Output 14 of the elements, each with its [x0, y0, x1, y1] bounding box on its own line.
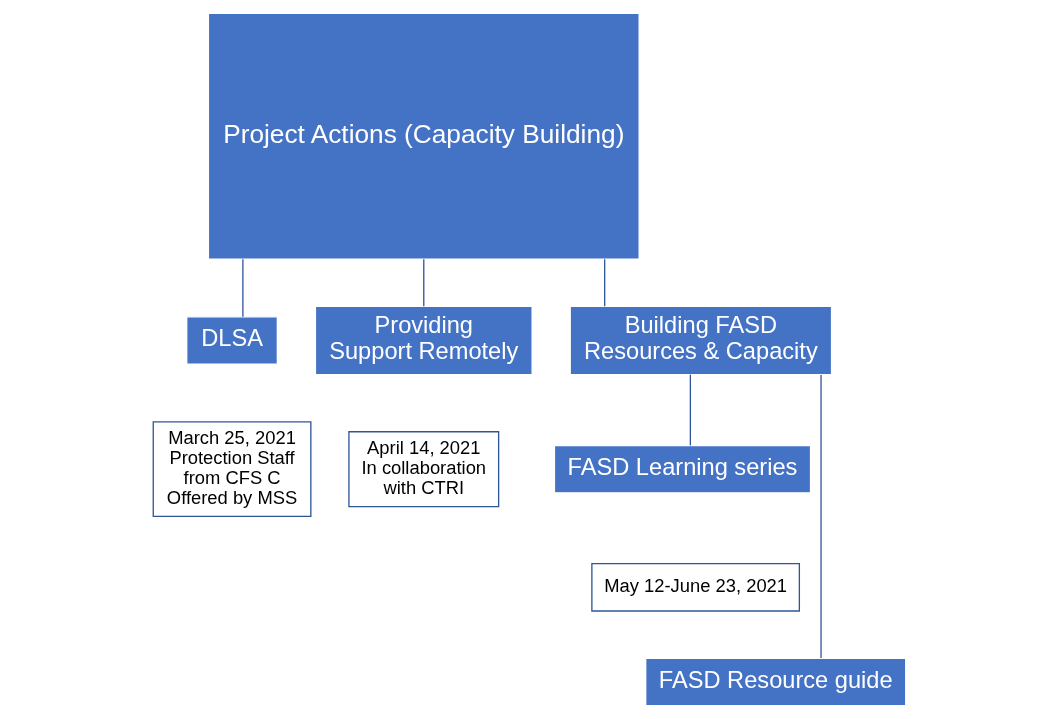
node-box: May 12-June 23, 2021: [590, 563, 800, 612]
node-box: FASD Resource guide: [644, 657, 906, 707]
node-box: April 14, 2021 In collaboration with CTRI: [347, 431, 499, 508]
connector: [422, 258, 424, 307]
node-box: Project Actions (Capacity Building): [207, 12, 640, 260]
connector: [603, 258, 605, 307]
node-box: Building FASD Resources & Capacity: [569, 305, 832, 376]
connector: [689, 373, 691, 447]
node-box: FASD Learning series: [553, 444, 811, 494]
node-box: DLSA: [185, 316, 278, 365]
connector: [819, 374, 822, 659]
node-box: March 25, 2021 Protection Staff from CFS C Offered by MSS: [152, 421, 311, 518]
connector: [241, 258, 244, 318]
node-box: Providing Support Remotely: [314, 305, 533, 376]
